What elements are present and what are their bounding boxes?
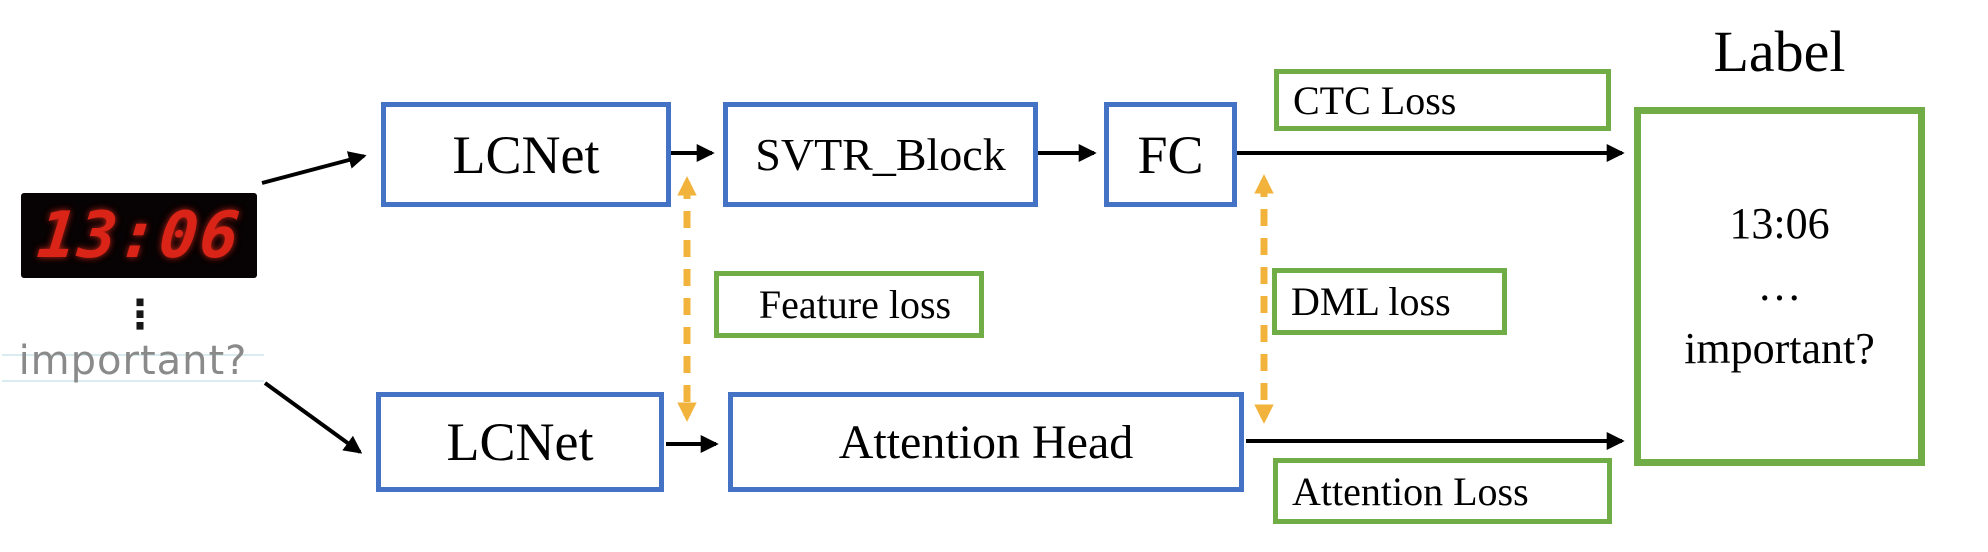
feature-loss-box: Feature loss [714, 271, 984, 338]
ctc-loss-label: CTC Loss [1293, 77, 1457, 123]
label-line-clock: 13:06 [1729, 198, 1830, 248]
input-clock-image: 13:06 [21, 193, 257, 278]
svtr-block-label: SVTR_Block [755, 129, 1006, 180]
fc-box: FC [1104, 102, 1237, 207]
attention-loss-label: Attention Loss [1292, 468, 1529, 514]
dml-loss-label: DML loss [1291, 279, 1451, 324]
attention-head-box: Attention Head [728, 392, 1244, 492]
feature-loss-label: Feature loss [758, 282, 952, 327]
label-box: 13:06 … important? [1634, 107, 1925, 466]
label-line-ellipsis: … [1757, 261, 1802, 311]
attention-loss-box: Attention Loss [1273, 458, 1612, 524]
handwriting-text: important? [18, 338, 248, 384]
dml-loss-box: DML loss [1272, 268, 1507, 335]
arrow-handwriting-to-student-backbone [263, 381, 363, 454]
student-backbone-box: LCNet [376, 392, 664, 492]
student-backbone-label: LCNet [446, 412, 594, 472]
fc-label: FC [1137, 124, 1204, 185]
vertical-ellipsis: ⋮ [120, 292, 160, 338]
arrow-clock-to-teacher-backbone [261, 151, 367, 185]
teacher-backbone-box: LCNet [381, 102, 671, 207]
attention-head-label: Attention Head [838, 415, 1134, 469]
svtr-block-box: SVTR_Block [723, 102, 1038, 207]
label-title: Label [1713, 18, 1846, 84]
teacher-backbone-label: LCNet [452, 124, 600, 185]
ctc-loss-box: CTC Loss [1274, 69, 1611, 131]
input-handwriting-image: important? [2, 336, 264, 386]
clock-digits: 13:06 [33, 198, 245, 273]
label-line-handwritten: important? [1684, 323, 1875, 373]
